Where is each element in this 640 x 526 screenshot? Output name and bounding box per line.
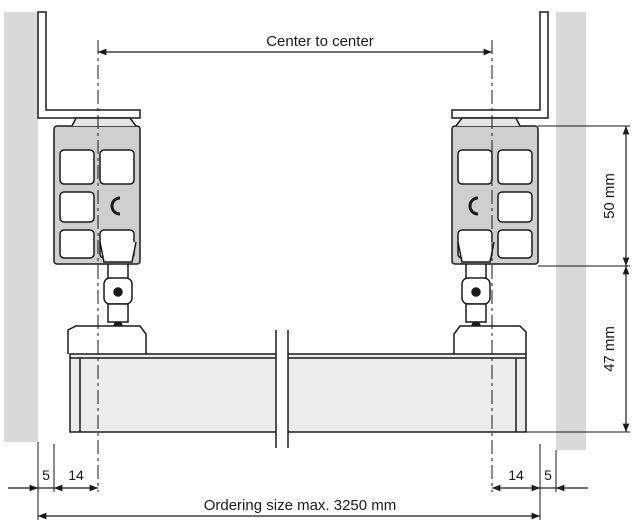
- center-to-center-label: Center to center: [266, 33, 374, 50]
- right-offset-label: 14: [508, 467, 524, 483]
- curtain-panel: [67, 325, 527, 448]
- right-wall: [556, 12, 586, 450]
- height-top-label: 50 mm: [601, 173, 618, 219]
- right-track-profile: [451, 117, 539, 331]
- dimension-lines: [8, 48, 630, 520]
- right-ceiling-bracket: [451, 11, 549, 119]
- left-ceiling-bracket: [37, 11, 141, 119]
- left-offset-label: 14: [68, 467, 84, 483]
- height-bottom-label: 47 mm: [601, 326, 618, 372]
- left-gap-label: 5: [42, 467, 50, 483]
- ordering-size-label: Ordering size max. 3250 mm: [204, 497, 397, 514]
- right-gap-label: 5: [544, 467, 552, 483]
- left-wall: [4, 12, 38, 442]
- left-track-profile: [53, 117, 141, 331]
- center-lines: [97, 40, 493, 492]
